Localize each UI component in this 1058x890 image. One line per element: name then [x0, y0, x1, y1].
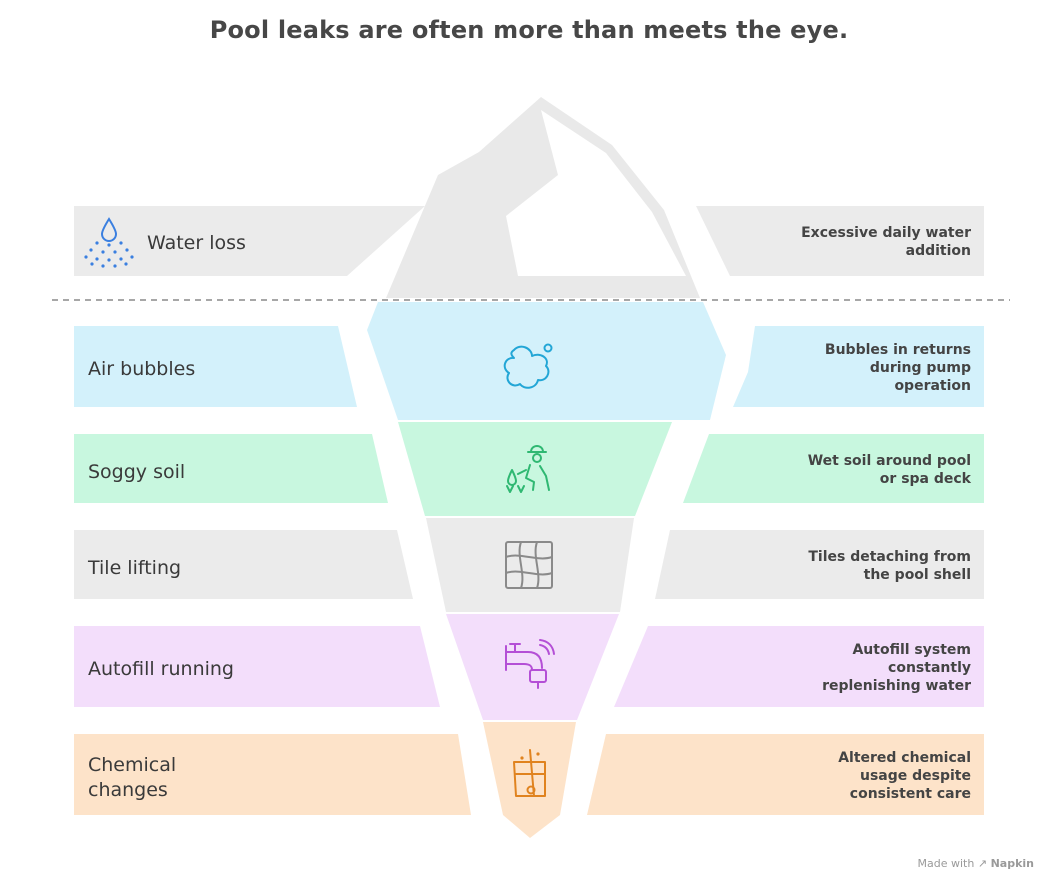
desc-autofill: Autofill system constantly replenishing … [822, 641, 971, 695]
band-tile-lifting-left [74, 530, 413, 599]
desc-line: the pool shell [863, 567, 971, 583]
tiles-icon [505, 541, 553, 589]
desc-line: consistent care [849, 786, 971, 802]
band-chemical-right [587, 734, 984, 815]
desc-line: or spa deck [879, 471, 971, 487]
water-drop-icon [84, 217, 134, 268]
band-chemical-left [74, 734, 471, 815]
band-water-loss-left [74, 206, 425, 276]
band-backgrounds [74, 206, 984, 815]
band-air-bubbles-right [733, 326, 984, 407]
desc-air-bubbles: Bubbles in returns during pump operation [825, 341, 971, 395]
label-soggy-soil: Soggy soil [88, 461, 186, 483]
footer-credit: Made with ↗ Napkin [918, 857, 1034, 870]
desc-line: addition [905, 243, 971, 259]
label-tile-lifting: Tile lifting [88, 557, 182, 579]
iceberg-segment-5 [483, 722, 576, 838]
desc-line: usage despite [860, 768, 971, 784]
desc-tile-lifting: Tiles detaching from the pool shell [808, 548, 971, 584]
desc-line: Wet soil around pool [807, 453, 971, 469]
band-autofill-right [614, 626, 984, 707]
desc-line: Excessive daily water [801, 225, 971, 241]
gardener-icon [506, 445, 550, 493]
desc-line: Autofill system [852, 642, 971, 658]
iceberg-segment-3 [426, 518, 634, 612]
napkin-logo-icon: ↗ [977, 857, 988, 870]
label-water-loss: Water loss [147, 232, 246, 254]
desc-line: constantly [888, 660, 971, 676]
label-chemical-line-2: changes [88, 779, 168, 801]
footer-brand: Napkin [990, 857, 1034, 870]
desc-line: Tiles detaching from [808, 549, 971, 565]
footer-prefix: Made with [917, 857, 975, 870]
page-title: Pool leaks are often more than meets the… [209, 16, 849, 44]
bubbles-icon [503, 343, 553, 389]
band-air-bubbles-left [74, 326, 357, 407]
desc-line: operation [894, 378, 971, 394]
iceberg-segment-4 [446, 614, 619, 720]
desc-soggy-soil: Wet soil around pool or spa deck [808, 452, 971, 488]
band-autofill-left [74, 626, 440, 707]
label-chemical-line-1: Chemical [88, 754, 177, 776]
faucet-icon [505, 639, 555, 689]
desc-line: Bubbles in returns [824, 342, 971, 358]
iceberg-underwater [367, 302, 726, 838]
label-air-bubbles: Air bubbles [88, 358, 196, 380]
desc-water-loss: Excessive daily water addition [801, 224, 971, 260]
band-soggy-soil-right [683, 434, 984, 503]
desc-line: Altered chemical [838, 750, 971, 766]
desc-line: during pump [869, 360, 971, 376]
desc-chemical: Altered chemical usage despite consisten… [838, 749, 971, 803]
iceberg-segment-2 [398, 422, 672, 516]
desc-line: replenishing water [822, 678, 971, 694]
band-tile-lifting-right [655, 530, 984, 599]
iceberg-tip [386, 97, 700, 298]
band-water-loss-right [696, 206, 984, 276]
label-chemical-changes: Chemical changes [88, 753, 176, 803]
beaker-icon [513, 749, 546, 797]
band-soggy-soil-left [74, 434, 388, 503]
label-autofill-running: Autofill running [88, 658, 234, 680]
